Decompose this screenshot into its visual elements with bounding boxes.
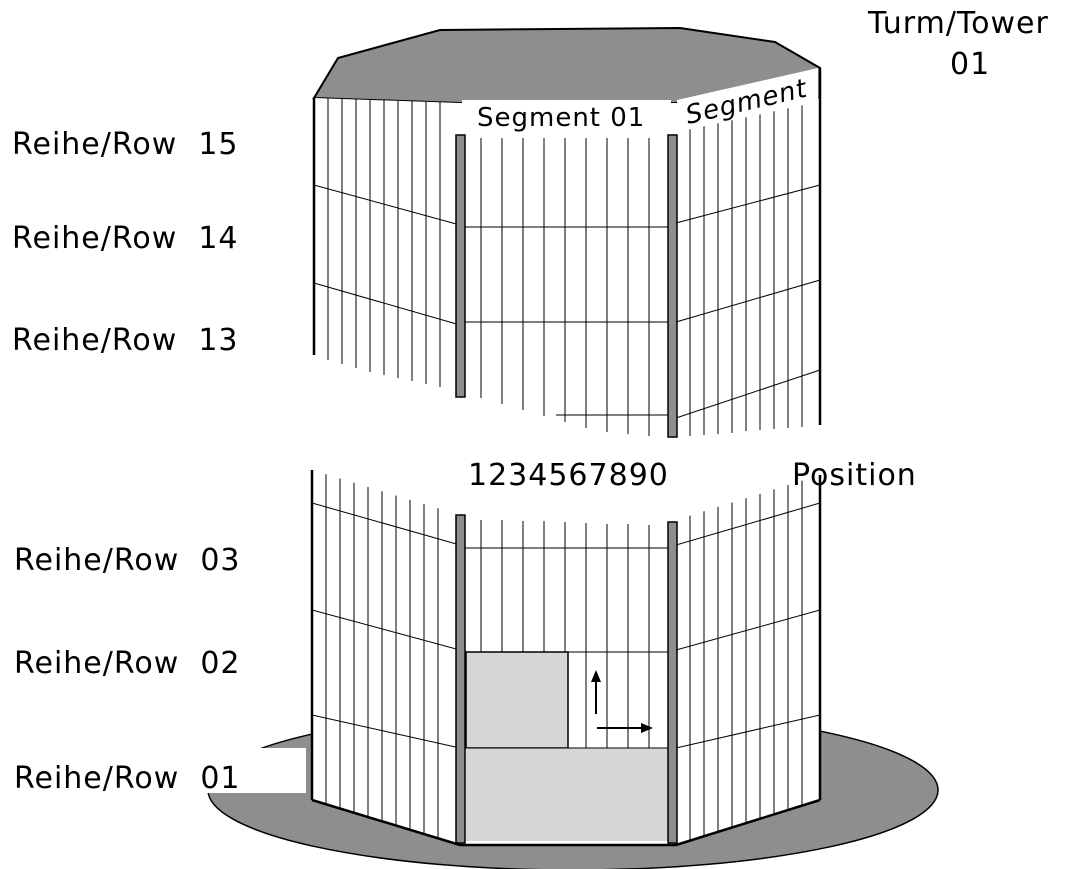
row01-label-backdrop: [0, 748, 306, 793]
row-01-label: Reihe/Row 01: [14, 761, 241, 796]
lower-right-face: [675, 475, 822, 847]
lower-post-right: [667, 521, 678, 844]
row-02-label: Reihe/Row 02: [14, 646, 241, 681]
occupied-row01-front: [466, 748, 672, 841]
occupied-bin-large: [465, 651, 569, 749]
row-03-label: Reihe/Row 03: [14, 543, 241, 578]
position-numbers: 1234567890: [468, 458, 669, 493]
upper-right-face: [675, 68, 822, 437]
tower-number: 01: [950, 47, 990, 82]
segment-side-plate: [677, 68, 818, 132]
segment-01-label: Segment 01: [477, 103, 645, 133]
upper-left-face: [312, 98, 461, 392]
tower-label: Turm/Tower: [867, 6, 1049, 41]
lower-front-face: [460, 520, 676, 847]
row-15-label: Reihe/Row 15: [12, 127, 239, 162]
lower-left-face: [310, 470, 461, 847]
segment-01-plate: [462, 100, 671, 133]
upper-post-right: [667, 134, 678, 438]
position-direction-arrow: [597, 723, 653, 733]
row-14-label: Reihe/Row 14: [12, 221, 239, 256]
row-direction-arrow: [591, 670, 601, 714]
lower-post-left: [455, 514, 466, 844]
upper-post-left: [455, 134, 466, 398]
row-13-label: Reihe/Row 13: [12, 323, 239, 358]
position-label: Position: [792, 458, 917, 493]
upper-front-face: [460, 103, 676, 437]
